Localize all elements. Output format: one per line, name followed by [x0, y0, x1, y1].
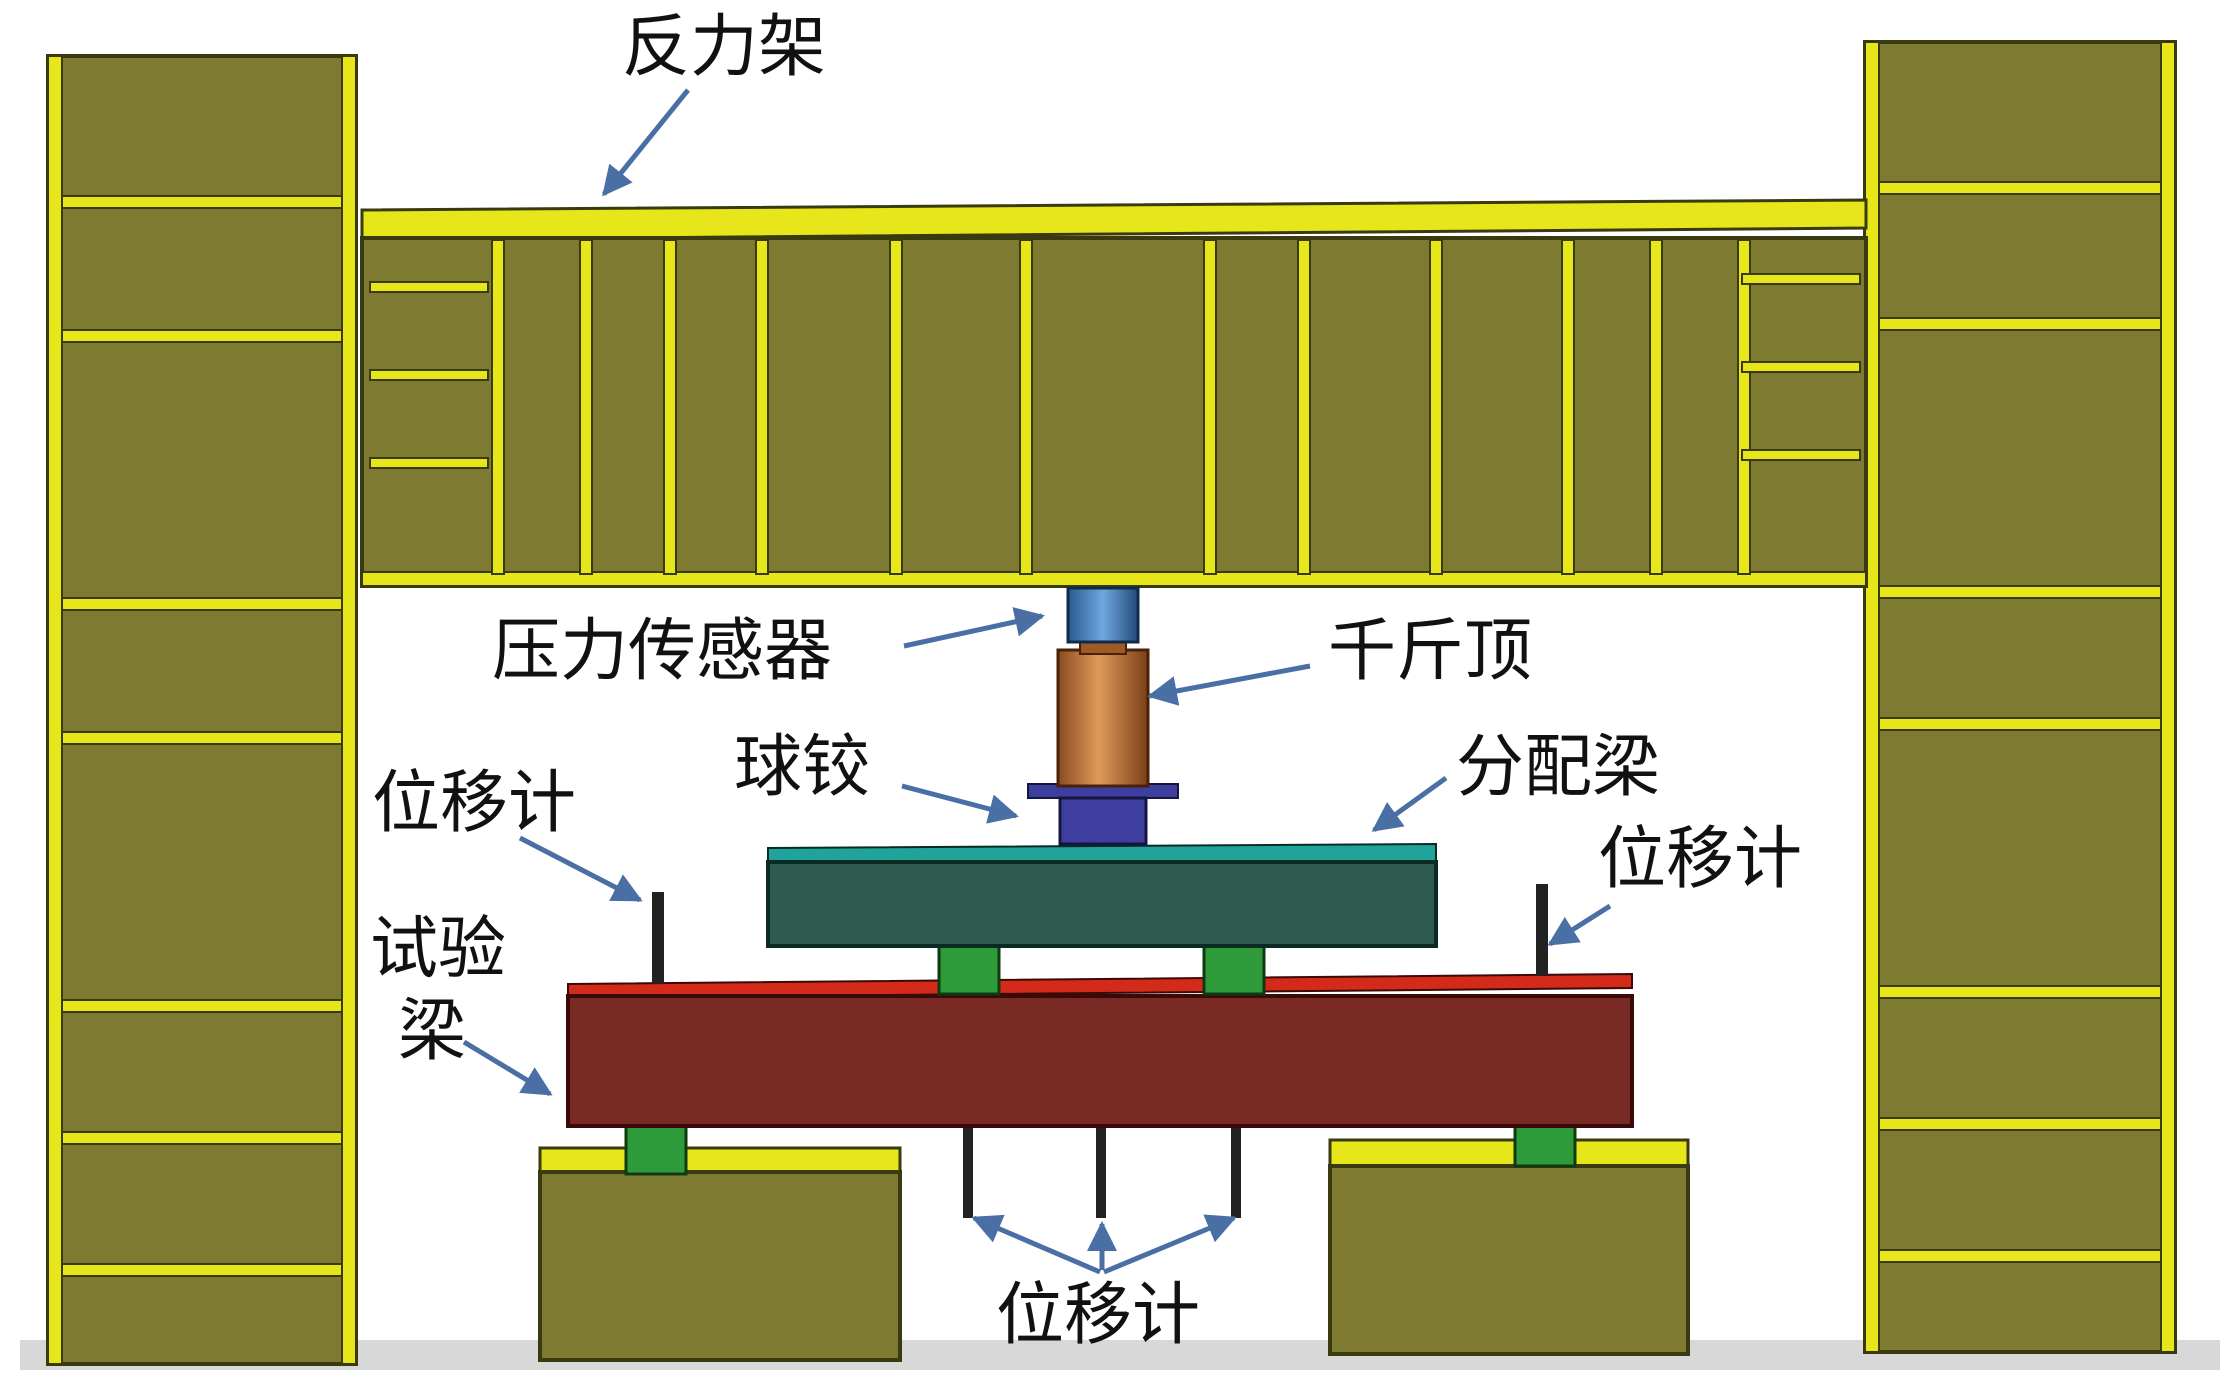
- column-stiffener: [61, 597, 343, 611]
- ground-shadow: [20, 1340, 2220, 1370]
- test-beam: [566, 972, 1634, 1128]
- column-stiffener: [61, 731, 343, 745]
- beam-stiffener: [1561, 239, 1575, 575]
- left-support-block: [538, 1146, 902, 1362]
- bottom-support-pads: [624, 1116, 1577, 1176]
- column-stiffener: [61, 1263, 343, 1277]
- jack-shape: [1056, 639, 1150, 788]
- distribution-beam-pads: [937, 942, 1266, 996]
- column-stiffener: [1878, 1117, 2162, 1131]
- ball-hinge-shape: [1027, 783, 1179, 846]
- beam-stiffener: [1741, 449, 1861, 461]
- label-reaction-frame: 反力架: [622, 8, 826, 87]
- beam-stiffener: [369, 369, 489, 381]
- label-displacement-meter-bottom: 位移计: [996, 1276, 1200, 1355]
- column-stiffener: [1878, 585, 2162, 599]
- beam-stiffener: [369, 457, 489, 469]
- column-stiffener: [1878, 985, 2162, 999]
- column-stiffener: [1878, 717, 2162, 731]
- column-stiffener: [61, 195, 343, 209]
- beam-stiffener: [1297, 239, 1311, 575]
- column-stiffener: [61, 999, 343, 1013]
- distribution-beam-shape: [766, 842, 1438, 948]
- column-stiffener: [1878, 1249, 2162, 1263]
- reaction-frame-left-column: [46, 54, 358, 1366]
- column-stiffener: [61, 329, 343, 343]
- bottom-displacement-meters: [963, 1128, 1241, 1218]
- column-stiffener: [61, 1131, 343, 1145]
- label-distribution-beam: 分配梁: [1456, 728, 1660, 807]
- beam-stiffener: [1737, 239, 1751, 575]
- beam-stiffener: [1649, 239, 1663, 575]
- load-cell-shape: [1066, 586, 1140, 644]
- beam-stiffener: [755, 239, 769, 575]
- reaction-frame-top-beam: [360, 198, 1868, 588]
- label-ball-hinge: 球铰: [734, 728, 870, 807]
- top-displacement-meters: [652, 884, 1548, 984]
- beam-stiffener: [579, 239, 593, 575]
- reaction-frame-right-column: [1863, 40, 2177, 1354]
- label-jack: 千斤顶: [1328, 612, 1532, 691]
- column-stiffener: [1878, 181, 2162, 195]
- beam-stiffener: [1203, 239, 1217, 575]
- label-test-beam-line1: 试验: [370, 910, 506, 989]
- leader-arrows: [462, 88, 1612, 1275]
- beam-stiffener: [369, 281, 489, 293]
- label-displacement-meter-right: 位移计: [1598, 820, 1802, 899]
- beam-stiffener: [1429, 239, 1443, 575]
- beam-stiffener: [1741, 273, 1861, 285]
- beam-stiffener: [663, 239, 677, 575]
- label-load-cell: 压力传感器: [492, 612, 832, 691]
- column-stiffener: [1878, 317, 2162, 331]
- label-displacement-meter-left: 位移计: [372, 764, 576, 843]
- beam-stiffener: [1741, 361, 1861, 373]
- beam-stiffener: [889, 239, 903, 575]
- beam-stiffener: [491, 239, 505, 575]
- beam-stiffener: [1019, 239, 1033, 575]
- label-test-beam-line2: 梁: [398, 992, 466, 1071]
- right-support-block: [1328, 1138, 1690, 1356]
